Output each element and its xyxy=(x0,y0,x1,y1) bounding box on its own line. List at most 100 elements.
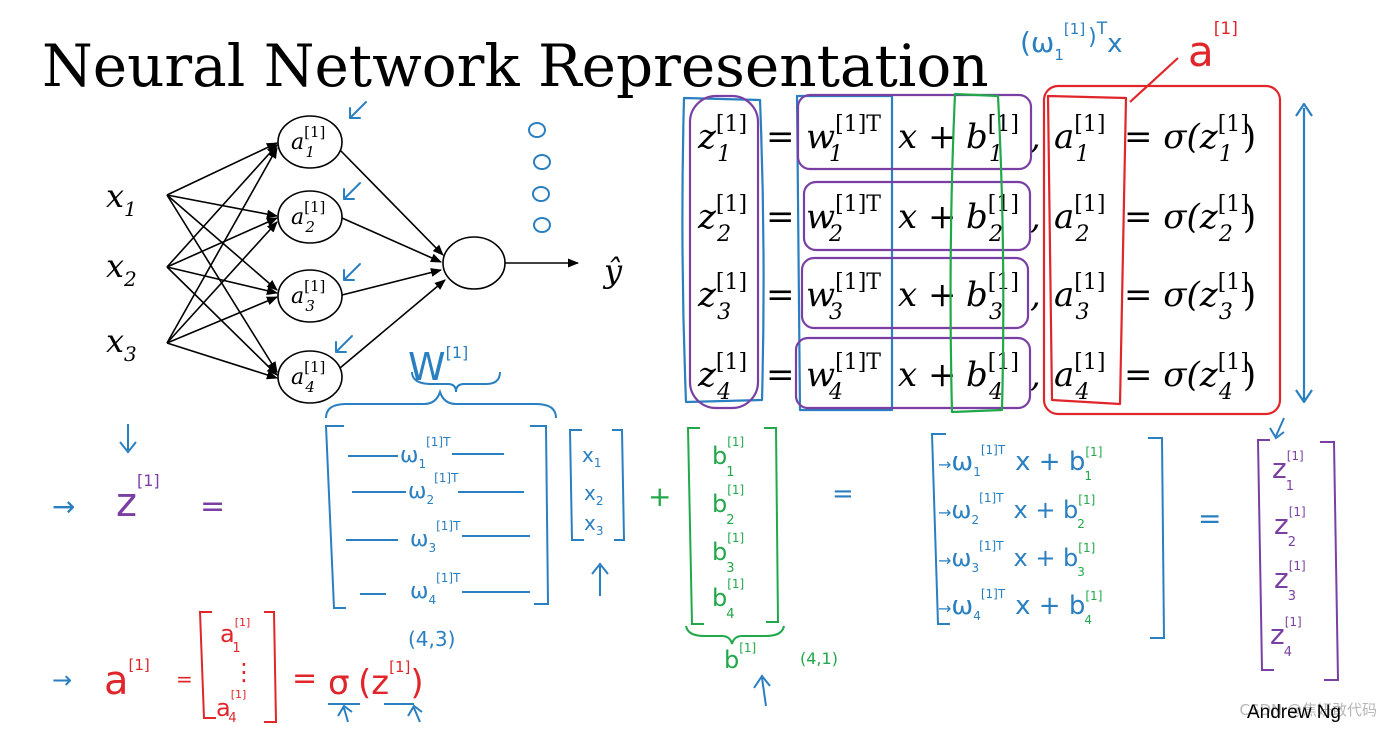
result-bracket-left xyxy=(930,433,950,625)
b-vector-bracket-left xyxy=(686,427,704,625)
svg-text:z[1]3: z[1]3 xyxy=(1274,559,1306,604)
x-vector-entries: x1 x2 x3 xyxy=(582,443,603,538)
b-brace xyxy=(685,625,785,645)
svg-text:b[1]3: b[1]3 xyxy=(966,270,1019,325)
svg-text:→ω3[1]Tx + b[1]3: →ω3[1]Tx + b[1]3 xyxy=(938,539,1095,579)
result-bracket-right xyxy=(1148,437,1166,639)
svg-text:x2: x2 xyxy=(584,481,603,508)
svg-text:a[1]2: a[1]2 xyxy=(291,198,325,236)
svg-text:a[1]3: a[1]3 xyxy=(291,277,325,315)
b-vector-bracket-right xyxy=(764,427,780,623)
z-vector-down-arrow xyxy=(1269,417,1285,440)
svg-text:→ω2[1]Tx + b[1]2: →ω2[1]Tx + b[1]2 xyxy=(938,491,1095,531)
equals-sign-2: = xyxy=(1198,502,1221,535)
a-equals: = xyxy=(292,661,317,696)
a-vector-entries: a[1]1 ⋮ a[1]4 xyxy=(216,616,256,726)
svg-text:a[1]4: a[1]4 xyxy=(1054,350,1105,405)
svg-text:,: , xyxy=(1030,275,1041,315)
svg-text:=: = xyxy=(766,355,795,395)
svg-text:x +: x + xyxy=(898,275,956,315)
svg-text:z[1]2: z[1]2 xyxy=(697,192,747,247)
svg-text:=: = xyxy=(766,275,795,315)
svg-text:=: = xyxy=(766,117,795,157)
equals-sign-1: = xyxy=(832,479,854,509)
svg-text:a[1]2: a[1]2 xyxy=(1054,192,1105,247)
b-dimensions: (4,1) xyxy=(800,649,838,668)
plus-sign: + xyxy=(648,480,671,513)
svg-text:,: , xyxy=(1030,117,1041,157)
svg-text:a[1]1: a[1]1 xyxy=(291,123,325,161)
hidden-node-1: a[1]1 xyxy=(277,115,343,169)
svg-text:ω1[1]T: ω1[1]T xyxy=(400,435,451,471)
svg-text:x +: x + xyxy=(898,117,956,157)
hidden-node-3: a[1]3 xyxy=(277,269,343,323)
svg-text:= σ(z[1]4): = σ(z[1]4) xyxy=(1124,350,1256,405)
x-vector-up-arrow xyxy=(591,562,609,596)
svg-text:x +: x + xyxy=(898,197,956,237)
z-arrow: → xyxy=(52,490,75,523)
b-vector-label: b[1] xyxy=(724,641,756,674)
svg-text:b[1]3: b[1]3 xyxy=(712,531,744,576)
z-vector-entries: z[1]1 z[1]2 z[1]3 z[1]4 xyxy=(1270,449,1306,660)
W-matrix-rows: ω1[1]T ω2[1]T ω3[1]T ω4[1]T xyxy=(346,435,530,607)
svg-text:→ω4[1]Tx + b[1]4: →ω4[1]Tx + b[1]4 xyxy=(938,587,1102,627)
x-vector-bracket-right xyxy=(612,429,626,541)
x-vector-bracket-left xyxy=(568,429,584,541)
sigma-underline-arrows xyxy=(328,703,423,723)
svg-text:x1: x1 xyxy=(582,443,601,470)
a-vector-label: a[1] xyxy=(104,656,150,704)
svg-text:ω2[1]T: ω2[1]T xyxy=(408,471,459,507)
z-vector-bracket-left xyxy=(1256,439,1274,671)
network-diagram: x1 x2 x3 a[1]1 a[1]2 a xyxy=(106,101,623,404)
sigma-symbol: σ xyxy=(328,663,350,703)
svg-text:b[1]4: b[1]4 xyxy=(966,350,1019,405)
svg-text:a[1]1: a[1]1 xyxy=(1054,112,1105,167)
svg-text:z[1]4: z[1]4 xyxy=(1270,615,1302,660)
W-brace-large xyxy=(325,388,557,419)
z-vector-label: z[1] xyxy=(116,471,160,526)
svg-text:w[1]T4: w[1]T4 xyxy=(806,350,881,405)
svg-text:,: , xyxy=(1030,197,1041,237)
sigma-argument: (z[1]) xyxy=(358,658,424,703)
svg-text:b[1]2: b[1]2 xyxy=(712,483,744,528)
input-x1: x1 xyxy=(106,177,137,221)
z-vector-bracket-right xyxy=(1320,441,1340,681)
z-down-arrow xyxy=(119,424,137,454)
output-yhat: ŷ xyxy=(602,252,623,290)
input-x3: x3 xyxy=(106,322,137,366)
W-matrix-bracket-right xyxy=(530,425,550,605)
hidden-output-edges xyxy=(339,149,580,369)
svg-text:→ω1[1]Tx + b[1]1: →ω1[1]Tx + b[1]1 xyxy=(938,443,1102,483)
hidden-node-2: a[1]2 xyxy=(277,190,343,244)
svg-text:x3: x3 xyxy=(584,511,603,538)
watermark: CSDN @焦妍敢代码 xyxy=(1239,701,1377,719)
svg-text:w[1]T2: w[1]T2 xyxy=(806,192,881,247)
output-node xyxy=(442,236,506,290)
a-vector-bracket-right xyxy=(264,611,278,723)
svg-text:z[1]3: z[1]3 xyxy=(697,270,747,325)
W-dimensions: (4,3) xyxy=(408,627,455,651)
b-vector-entries: b[1]1 b[1]2 b[1]3 b[1]4 xyxy=(712,435,744,622)
annotation-a1-label: a[1] xyxy=(1188,19,1238,76)
svg-text:ω4[1]T: ω4[1]T xyxy=(410,571,461,607)
svg-text:= σ(z[1]1): = σ(z[1]1) xyxy=(1124,112,1256,167)
equation-highlight-boxes xyxy=(681,57,1313,416)
author-credit: Andrew Ng xyxy=(1247,702,1341,723)
svg-text:b[1]2: b[1]2 xyxy=(966,192,1019,247)
b-up-arrow xyxy=(753,674,771,707)
a-arrow: → xyxy=(52,666,72,694)
svg-text:z[1]2: z[1]2 xyxy=(1274,505,1306,550)
svg-text:z[1]4: z[1]4 xyxy=(697,350,747,405)
svg-text:b[1]4: b[1]4 xyxy=(712,577,744,622)
input-hidden-edges xyxy=(166,142,279,380)
svg-text:x +: x + xyxy=(898,355,956,395)
svg-text:b[1]1: b[1]1 xyxy=(712,435,744,480)
svg-text:ω3[1]T: ω3[1]T xyxy=(410,519,461,555)
